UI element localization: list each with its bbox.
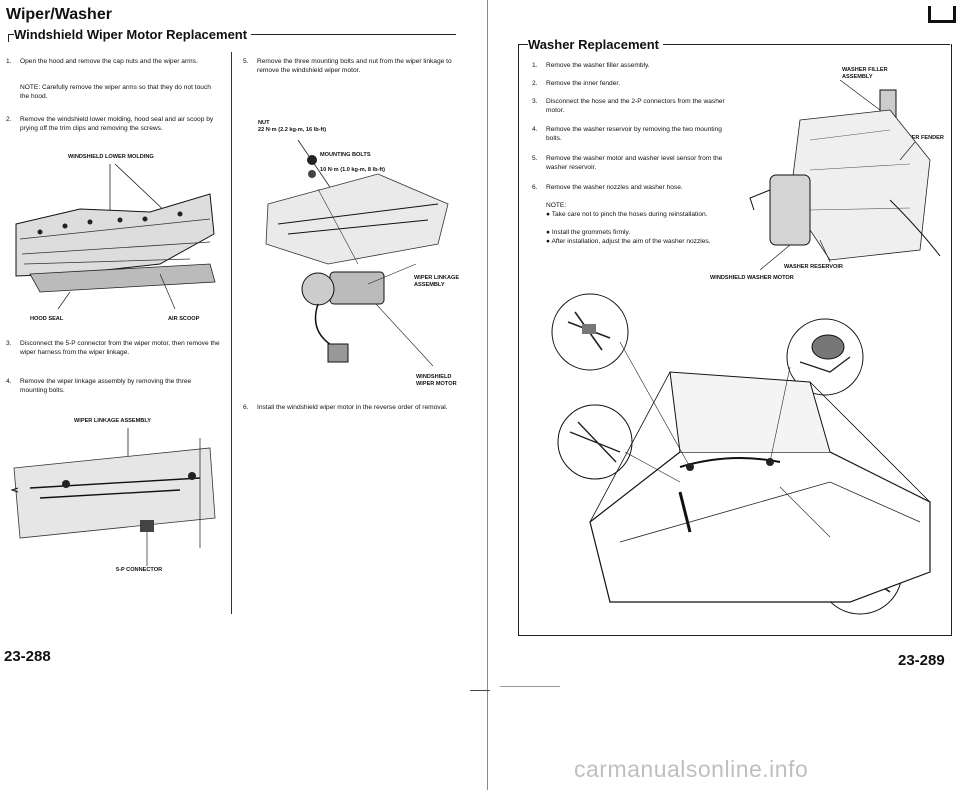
- step-text: Remove the washer reservoir by removing …: [546, 126, 722, 142]
- label-wiper-linkage-assembly: WIPER LINKAGE ASSEMBLY: [74, 418, 151, 424]
- step-text: Remove the washer nozzles and washer hos…: [546, 184, 683, 191]
- label-nut: NUT: [258, 120, 270, 126]
- column-divider: [231, 52, 232, 614]
- washer-step-1: 1. Remove the washer filler assembly.: [532, 62, 732, 71]
- page-header: Wiper/Washer: [6, 6, 112, 23]
- step-text: Remove the washer filler assembly.: [546, 62, 650, 69]
- label-hood-seal: HOOD SEAL: [30, 316, 64, 322]
- windshield-molding-diagram: [15, 164, 216, 310]
- wiper-motor-diagram: [265, 139, 449, 367]
- scan-mark: [470, 690, 490, 691]
- note-text: Install the grommets firmly.: [551, 229, 631, 236]
- label-5p-connector: 5-P CONNECTOR: [116, 567, 163, 573]
- step-6: 6. Install the windshield wiper motor in…: [243, 404, 453, 413]
- page-number-left: 23-288: [4, 648, 51, 665]
- washer-step-2: 2. Remove the inner fender.: [532, 80, 732, 89]
- step-text: Remove the wiper linkage assembly by rem…: [20, 378, 192, 394]
- washer-note-3: ● After installation, adjust the aim of …: [546, 238, 732, 247]
- page-number-right: 23-289: [898, 652, 945, 669]
- washer-step-5: 5. Remove the washer motor and washer le…: [532, 155, 732, 172]
- wiper-linkage-diagram: [10, 428, 216, 566]
- step-number: 3.: [6, 340, 12, 347]
- step-number: 4.: [532, 126, 538, 133]
- step-number: 4.: [6, 378, 12, 385]
- label-washer-filler: WASHER FILLER ASSEMBLY: [842, 67, 888, 80]
- washer-step-4: 4. Remove the washer reservoir by removi…: [532, 126, 732, 143]
- step-4: 4. Remove the wiper linkage assembly by …: [6, 378, 220, 395]
- section-frame-top: [518, 44, 950, 45]
- washer-note-1: ● Take care not to pinch the hoses durin…: [546, 211, 732, 220]
- step-number: 2.: [532, 80, 538, 87]
- bullet-icon: ●: [546, 229, 552, 236]
- step-2: 2. Remove the windshield lower molding, …: [6, 116, 220, 133]
- scan-mark: [500, 686, 560, 687]
- washer-note-2: ● Install the grommets firmly.: [546, 229, 732, 238]
- step-5: 5. Remove the three mounting bolts and n…: [243, 58, 453, 75]
- bullet-icon: ●: [546, 211, 552, 218]
- step-number: 6.: [243, 404, 249, 411]
- step-text: Remove the three mounting bolts and nut …: [257, 58, 452, 74]
- section-frame: [518, 44, 952, 636]
- step-text: Remove the washer motor and washer level…: [546, 155, 723, 171]
- watermark: carmanualsonline.info: [574, 756, 809, 782]
- label-washer-motor: WINDSHIELD WASHER MOTOR: [710, 275, 794, 281]
- step-text: Open the hood and remove the cap nuts an…: [20, 58, 198, 65]
- step-text: Install the windshield wiper motor in th…: [257, 404, 448, 411]
- step-number: 2.: [6, 116, 12, 123]
- step-number: 5.: [243, 58, 249, 65]
- step-1-note: NOTE: Carefully remove the wiper arms so…: [6, 84, 220, 101]
- step-text: Remove the inner fender.: [546, 80, 621, 87]
- label-washer-reservoir: WASHER RESERVOIR: [784, 264, 843, 270]
- label-mounting-bolts: MOUNTING BOLTS: [320, 152, 371, 158]
- washer-nozzle-diagram: [551, 293, 931, 615]
- washer-reservoir-diagram: [749, 80, 941, 270]
- washer-section-title: Washer Replacement: [528, 37, 664, 52]
- page-gutter: [487, 0, 488, 790]
- section-rule-left-tick: [8, 34, 9, 42]
- label-wiper-linkage: WIPER LINKAGE ASSEMBLY: [414, 275, 460, 288]
- step-number: 1.: [532, 62, 538, 69]
- label-windshield-lower-molding: WINDSHIELD LOWER MOLDING: [68, 154, 154, 160]
- label-bolt-torque: 10 N·m (1.0 kg-m, 8 lb-ft): [320, 167, 385, 173]
- step-text: Disconnect the hose and the 2-P connecto…: [546, 98, 725, 114]
- step-3: 3. Disconnect the 5-P connector from the…: [6, 340, 220, 357]
- step-text: Disconnect the 5-P connector from the wi…: [20, 340, 220, 356]
- washer-note-title: NOTE:: [546, 202, 567, 209]
- label-inner-fender: INNER FENDER: [902, 135, 944, 141]
- note-text: Take care not to pinch the hoses during …: [551, 211, 708, 218]
- note-text: After installation, adjust the aim of th…: [551, 238, 711, 245]
- step-text: Remove the windshield lower molding, hoo…: [20, 116, 214, 132]
- washer-step-3: 3. Disconnect the hose and the 2-P conne…: [532, 98, 732, 115]
- label-air-scoop: AIR SCOOP: [168, 316, 200, 322]
- section-title: Windshield Wiper Motor Replacement: [14, 27, 252, 42]
- step-1: 1. Open the hood and remove the cap nuts…: [6, 58, 220, 67]
- label-nut-torque: 22 N·m (2.2 kg-m, 16 lb-ft): [258, 127, 327, 133]
- step-number: 3.: [532, 98, 538, 105]
- corner-bracket-icon: [928, 6, 956, 23]
- step-number: 1.: [6, 58, 12, 65]
- label-windshield-wiper-motor: WINDSHIELD WIPER MOTOR: [416, 374, 457, 387]
- step-number: 6.: [532, 184, 538, 191]
- bullet-icon: ●: [546, 238, 552, 245]
- note-text: NOTE: Carefully remove the wiper arms so…: [20, 84, 211, 100]
- washer-step-6: 6. Remove the washer nozzles and washer …: [532, 184, 732, 193]
- step-number: 5.: [532, 155, 538, 162]
